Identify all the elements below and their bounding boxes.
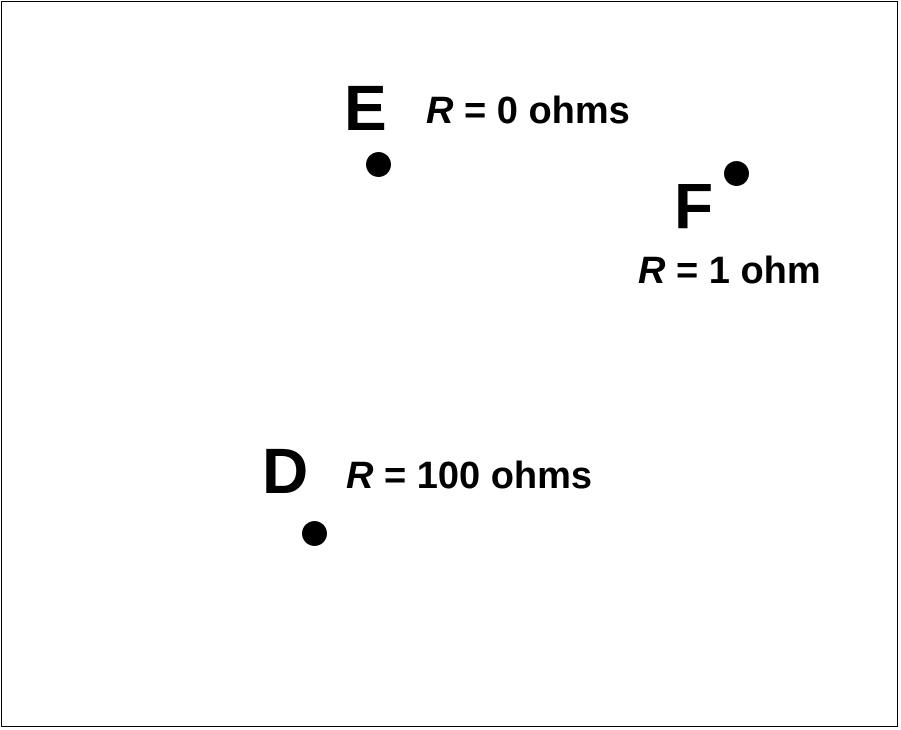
point-e-dot [366, 152, 391, 177]
resistance-variable: R [638, 250, 666, 292]
resistance-value: = 0 ohms [453, 90, 630, 132]
point-f-label: F [674, 170, 714, 242]
point-d-label: D [262, 435, 309, 507]
resistance-variable: R [426, 90, 454, 132]
point-f-resistance: R = 1 ohm [638, 252, 821, 290]
point-e-resistance: R = 0 ohms [426, 92, 630, 130]
point-e-label: E [344, 72, 387, 144]
resistance-value: = 100 ohms [373, 455, 593, 497]
resistance-variable: R [346, 455, 374, 497]
point-d-dot [302, 521, 327, 546]
resistance-value: = 1 ohm [665, 250, 821, 292]
point-f-dot [724, 161, 749, 186]
point-d-resistance: R = 100 ohms [346, 457, 592, 495]
